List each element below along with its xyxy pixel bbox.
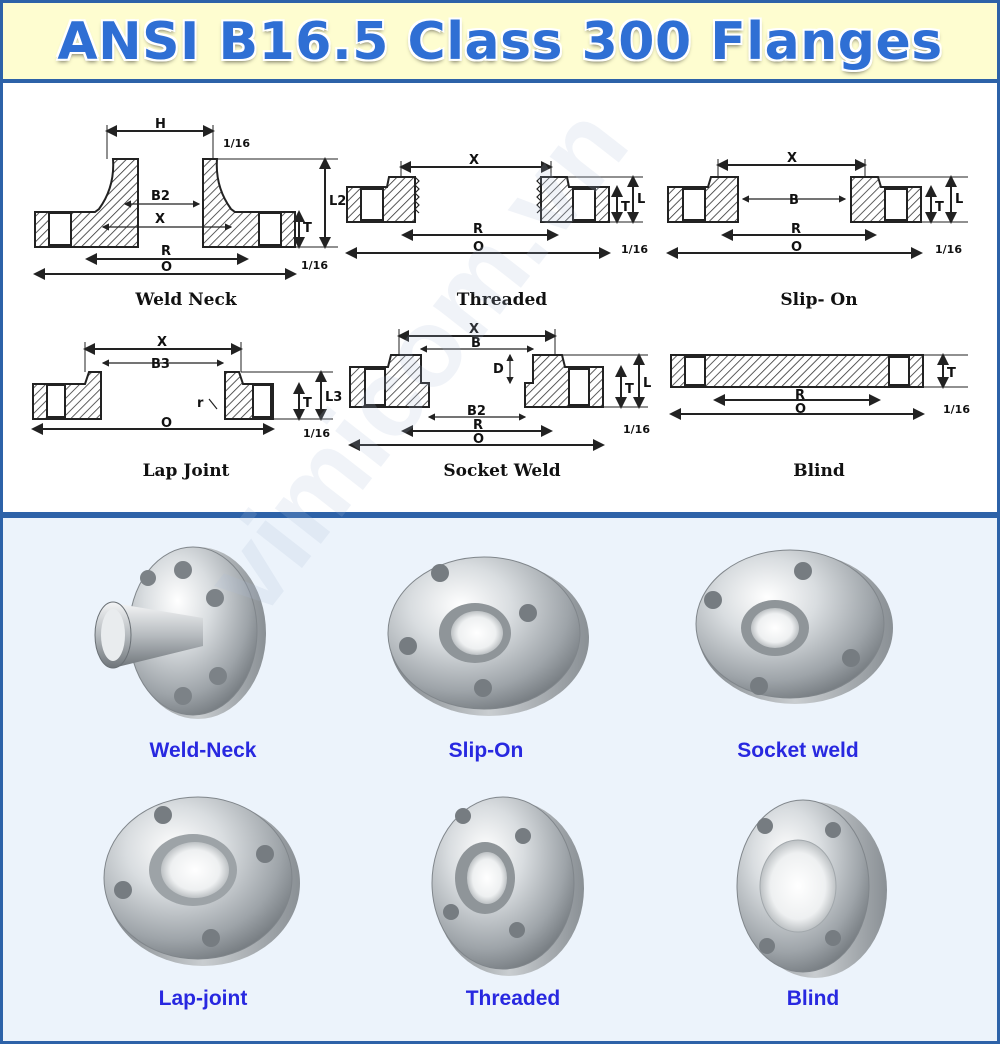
caption-slip-on-drawing: Slip- On [780, 290, 858, 310]
socket-weld-photo [695, 549, 893, 704]
dim-l-slip-on: L [955, 192, 963, 207]
blind-photo [736, 799, 887, 978]
lap-joint-photo [103, 796, 300, 966]
dim-o-lap-joint: O [161, 416, 172, 431]
caption-weld-neck-photo: Weld-Neck [149, 739, 257, 762]
dim-o-blind: O [795, 402, 806, 417]
dim-t-threaded: T [621, 200, 630, 215]
dim-l-socket-weld: L [643, 376, 651, 391]
dim-sixteenth-slip-on: 1/16 [935, 243, 962, 256]
dim-l3-lap-joint: L3 [325, 390, 342, 405]
dim-r-weld-neck: R [161, 244, 171, 259]
caption-blind-drawing: Blind [793, 461, 845, 481]
dim-t-socket-weld: T [625, 382, 634, 397]
caption-blind-photo: Blind [786, 987, 840, 1010]
dim-b2-weld-neck: B2 [151, 189, 170, 204]
dim-sixteenth-threaded: 1/16 [621, 243, 648, 256]
slip-on-drawing [666, 159, 968, 259]
dim-sixteenth-weld-neck-top: 1/16 [223, 137, 250, 150]
weld-neck-photo [94, 546, 266, 719]
dim-t-weld-neck: T [303, 221, 312, 236]
dim-b3-lap-joint: B3 [151, 357, 170, 372]
caption-lap-joint-drawing: Lap Joint [142, 461, 230, 481]
dim-t-lap-joint: T [303, 396, 312, 411]
section-divider [3, 512, 997, 518]
caption-threaded-photo: Threaded [465, 987, 561, 1010]
dim-t-slip-on: T [935, 200, 944, 215]
dim-o-weld-neck: O [161, 260, 172, 275]
dim-x-socket-weld: X [469, 322, 479, 337]
dim-b-slip-on: B [789, 193, 799, 208]
dim-o-slip-on: O [791, 240, 802, 255]
dim-l-threaded: L [637, 192, 645, 207]
caption-weld-neck-drawing: Weld Neck [135, 290, 237, 310]
caption-socket-weld-drawing: Socket Weld [443, 461, 561, 481]
dim-r-threaded: R [473, 222, 483, 237]
caption-slip-on-photo: Slip-On [448, 739, 524, 762]
technical-drawings-panel: H 1/16 B2 X R O L2 T 1/16 X R O L T 1/16… [3, 87, 997, 512]
dim-x-threaded: X [469, 153, 479, 168]
dim-r-blind: R [795, 388, 805, 403]
dim-h-weld-neck: H [155, 117, 166, 132]
dim-sixteenth-lap-joint: 1/16 [303, 427, 330, 440]
caption-threaded-drawing: Threaded [456, 290, 548, 310]
caption-socket-weld-photo: Socket weld [737, 739, 859, 762]
dim-sixteenth-socket-weld: 1/16 [623, 423, 650, 436]
dim-r-small-lap-joint: r [197, 396, 204, 411]
blind-drawing [669, 353, 968, 420]
dim-b-socket-weld: B [471, 336, 481, 351]
lap-joint-drawing [31, 342, 333, 435]
dim-x-weld-neck: X [155, 212, 165, 227]
flange-photos-svg [94, 546, 893, 978]
page-title: ANSI B16.5 Class 300 Flanges [57, 12, 943, 72]
threaded-drawing [345, 161, 643, 259]
dim-b2-socket-weld: B2 [467, 404, 486, 419]
flange-drawings-svg: H 1/16 B2 X R O L2 T 1/16 X R O L T 1/16… [31, 117, 970, 451]
flange-photos-panel: Weld-Neck Slip-On Socket weld Lap-joint … [3, 518, 997, 1041]
threaded-photo [431, 796, 584, 976]
dim-sixteenth-blind: 1/16 [943, 403, 970, 416]
dim-d-socket-weld: D [493, 362, 504, 377]
weld-neck-drawing [33, 125, 338, 280]
title-banner: ANSI B16.5 Class 300 Flanges [3, 3, 997, 83]
slip-on-photo [387, 556, 589, 716]
dim-t-blind: T [947, 366, 956, 381]
dim-x-slip-on: X [787, 151, 797, 166]
dim-o-socket-weld: O [473, 432, 484, 447]
dim-sixteenth-weld-neck: 1/16 [301, 259, 328, 272]
caption-lap-joint-photo: Lap-joint [158, 987, 248, 1010]
dim-l2-weld-neck: L2 [329, 194, 346, 209]
dim-r-slip-on: R [791, 222, 801, 237]
socket-weld-drawing [348, 329, 648, 451]
dim-x-lap-joint: X [157, 335, 167, 350]
dim-r-socket-weld: R [473, 418, 483, 433]
dim-o-threaded: O [473, 240, 484, 255]
